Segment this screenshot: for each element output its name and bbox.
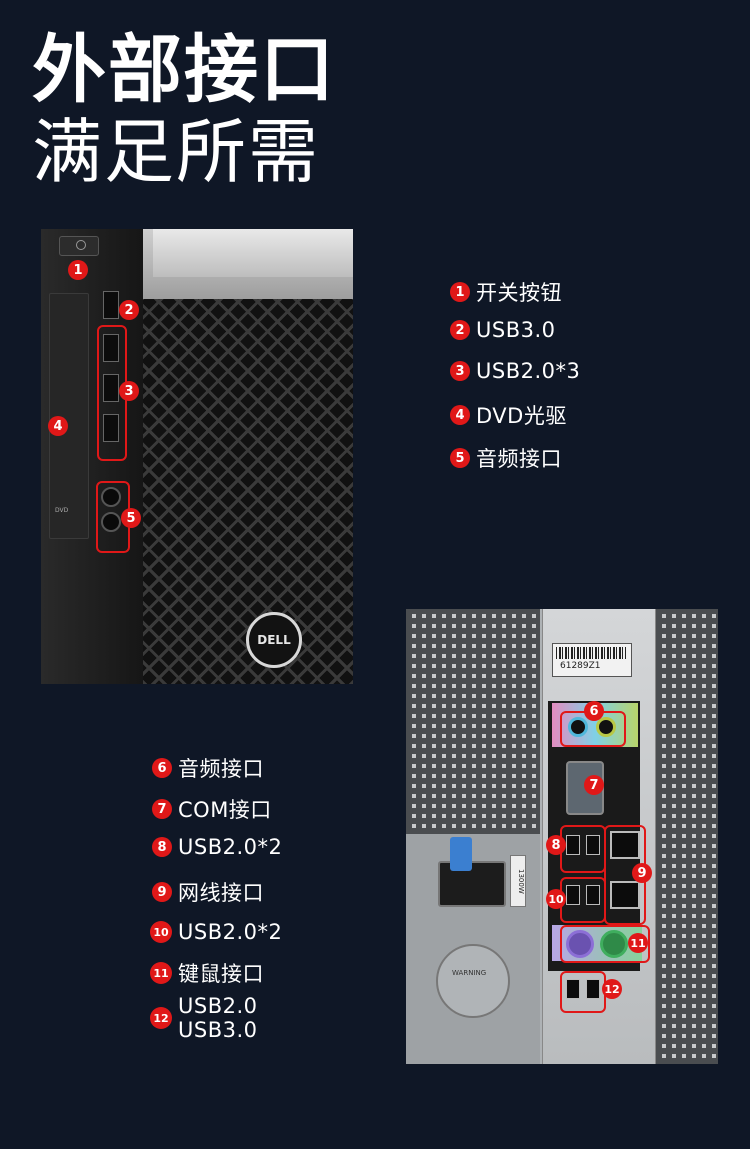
highlight-usb-b (560, 877, 606, 923)
legend-label: 音频接口 (476, 447, 562, 471)
legend-marker: 5 (450, 448, 470, 468)
legend-item: 8 USB2.0*2 (152, 835, 282, 859)
legend-marker: 3 (450, 361, 470, 381)
ethernet-port (610, 881, 640, 909)
barcode (556, 647, 626, 659)
audio-jack (101, 512, 121, 532)
legend-item: 12 USB2.0 USB3.0 (150, 994, 258, 1042)
psu-wattage-tag: 1300W (510, 855, 526, 907)
marker-11: 11 (628, 933, 648, 953)
marker-9: 9 (632, 863, 652, 883)
tower-handle-inner (153, 229, 353, 277)
legend-marker: 2 (450, 320, 470, 340)
marker-6: 6 (584, 701, 604, 721)
marker-3: 3 (119, 381, 139, 401)
legend-marker: 6 (152, 758, 172, 778)
marker-7: 7 (584, 775, 604, 795)
legend-label: USB2.0*2 (178, 835, 283, 859)
marker-8: 8 (546, 835, 566, 855)
legend-marker: 10 (150, 921, 172, 943)
legend-item: 4 DVD光驱 (450, 400, 567, 430)
legend-marker: 1 (450, 282, 470, 302)
legend-marker: 4 (450, 405, 470, 425)
legend-label: COM接口 (178, 798, 272, 822)
rear-panel-photo: 61289Z1 1300W WARNING 6 7 8 9 10 11 12 (406, 609, 718, 1064)
page-subtitle: 满足所需 (32, 111, 320, 193)
marker-4: 4 (48, 416, 68, 436)
legend-label: USB2.0*2 (178, 920, 283, 944)
legend-label: USB3.0 (476, 318, 556, 342)
usb-port (586, 979, 600, 999)
legend-label: 键鼠接口 (178, 962, 264, 986)
page-title: 外部接口 (32, 27, 336, 113)
rear-grille-left (406, 609, 540, 834)
legend-item: 9 网线接口 (152, 877, 264, 907)
legend-marker: 11 (150, 962, 172, 984)
fan-warning-text: WARNING (452, 969, 487, 977)
highlight-usb-c (560, 971, 606, 1013)
legend-label: DVD光驱 (476, 404, 567, 428)
front-panel-photo: DVD DELL 1 2 3 4 5 (41, 229, 353, 684)
audio-jack (596, 717, 616, 737)
audio-jack (101, 487, 121, 507)
marker-5: 5 (121, 508, 141, 528)
legend-item: 2 USB3.0 (450, 318, 556, 342)
legend-item: 10 USB2.0*2 (150, 920, 282, 944)
audio-jack (568, 717, 588, 737)
legend-label: 音频接口 (178, 757, 264, 781)
legend-item: 1 开关按钮 (450, 277, 562, 307)
legend-marker: 12 (150, 1007, 172, 1029)
legend-label: 网线接口 (178, 881, 264, 905)
ps2-mouse-port (600, 930, 628, 958)
legend-label: USB2.0 (178, 994, 258, 1018)
rear-grille-right (656, 609, 718, 1064)
highlight-usb-a (560, 825, 606, 873)
usb2-port (103, 334, 119, 362)
marker-2: 2 (119, 300, 139, 320)
dvd-logo: DVD (55, 507, 69, 514)
legend-item: 7 COM接口 (152, 794, 272, 824)
legend-label-group: USB2.0 USB3.0 (178, 994, 258, 1042)
legend-item: 5 音频接口 (450, 443, 562, 473)
ps2-keyboard-port (566, 930, 594, 958)
usb-port (566, 885, 580, 905)
dell-logo: DELL (246, 612, 302, 668)
usb2-port (103, 374, 119, 402)
psu-release-clip (450, 837, 472, 871)
legend-label: USB2.0*3 (476, 359, 581, 383)
legend-marker: 7 (152, 799, 172, 819)
ethernet-port (610, 831, 640, 859)
usb-port (586, 835, 600, 855)
front-mesh-grille (143, 299, 353, 684)
usb2-port (103, 414, 119, 442)
fan (436, 944, 510, 1018)
legend-label: 开关按钮 (476, 281, 562, 305)
usb-port (566, 835, 580, 855)
highlight-ps2 (560, 925, 650, 963)
service-tag-text: 61289Z1 (560, 661, 601, 671)
power-socket (438, 861, 506, 907)
marker-1: 1 (68, 260, 88, 280)
usb-port (566, 979, 580, 999)
legend-label: USB3.0 (178, 1018, 258, 1042)
legend-item: 11 键鼠接口 (150, 958, 264, 988)
legend-marker: 8 (152, 837, 172, 857)
legend-item: 6 音频接口 (152, 753, 264, 783)
marker-10: 10 (546, 889, 566, 909)
usb-port (586, 885, 600, 905)
power-icon (76, 240, 86, 250)
legend-marker: 9 (152, 882, 172, 902)
legend-item: 3 USB2.0*3 (450, 359, 580, 383)
marker-12: 12 (602, 979, 622, 999)
usb3-port (103, 291, 119, 319)
